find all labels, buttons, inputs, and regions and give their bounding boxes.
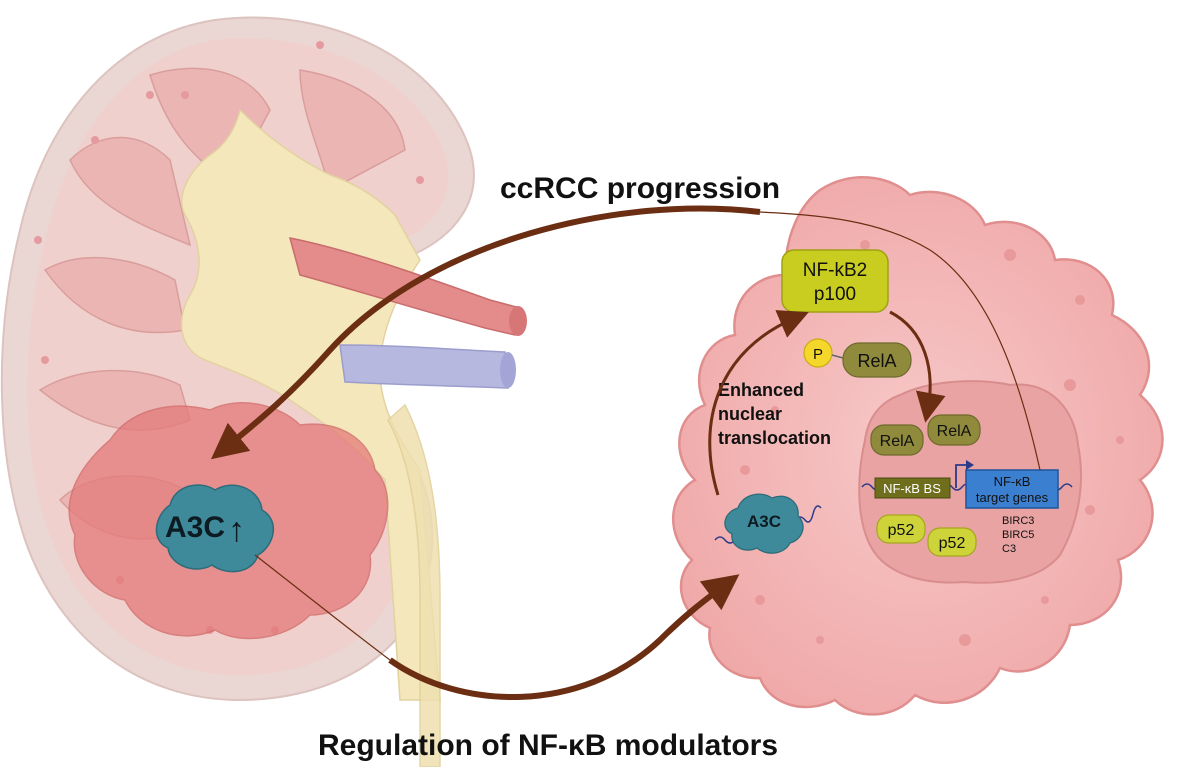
line-tumor-to-regulation: [254, 554, 391, 661]
kidney-illustration: [0, 16, 527, 767]
translocation-line2: nuclear: [718, 404, 782, 424]
tumor-upregulation-arrow: ↑: [228, 511, 245, 549]
p52-box-2: [927, 527, 977, 557]
arrow-regulation-nfkb: [388, 574, 740, 700]
tumor-a3c-label: A3C: [165, 511, 225, 544]
ccrcc-progression-label: ccRCC progression: [500, 172, 780, 205]
phospho-label: P: [813, 346, 823, 363]
nfkb-bs-label: NF-κB BS: [883, 481, 941, 496]
rela-cyto-label: RelA: [857, 351, 896, 371]
renal-vein: [339, 344, 509, 389]
renal-artery-end: [509, 306, 527, 336]
tss-arrow: [955, 464, 968, 488]
arrow-nfkb2-to-nucleus: [889, 310, 946, 423]
p100-label: p100: [814, 284, 856, 305]
renal-vein-end: [500, 352, 516, 388]
gene-c3: C3: [1002, 543, 1016, 555]
target-genes-line2: target genes: [976, 490, 1049, 505]
tss-arrow-head: [966, 460, 974, 470]
rela-nuc-box-1: [870, 424, 924, 456]
regulation-label: Regulation of NF-κB modulators: [318, 729, 778, 762]
cell-a3c-tail-right: [794, 505, 822, 523]
arrow-ccrcc-progression: [210, 205, 761, 460]
p52-label-1: p52: [888, 522, 915, 539]
gene-birc5: BIRC5: [1002, 529, 1034, 541]
cell-a3c-label: A3C: [747, 512, 781, 531]
cell-vesicles: [740, 240, 1124, 646]
target-genes-line1: NF-κB: [994, 474, 1031, 489]
cell-a3c-protein-icon: [724, 493, 804, 554]
translocation-line1: Enhanced: [718, 380, 804, 400]
rela-nuc-label-1: RelA: [880, 433, 915, 450]
line-genes-to-progression: [759, 211, 1041, 471]
arrow-a3c-to-nfkb2: [708, 310, 809, 496]
a3c-protein-icon: [155, 484, 275, 573]
nfkb2-label: NF-kB2: [803, 260, 867, 281]
rela-cyto-box: [842, 342, 912, 378]
target-genes-box: [965, 469, 1059, 509]
p52-label-2: p52: [939, 535, 966, 552]
nfkb-bs-box: [874, 477, 951, 499]
translocation-line3: translocation: [718, 428, 831, 448]
rela-nuc-label-2: RelA: [937, 423, 972, 440]
nfkb2-p100-box: [781, 249, 889, 313]
gene-birc3: BIRC3: [1002, 515, 1034, 527]
renal-pelvis: [180, 108, 441, 701]
phospho-link: [831, 354, 844, 359]
phospho-circle: [803, 338, 833, 368]
p52-box-1: [876, 514, 926, 544]
